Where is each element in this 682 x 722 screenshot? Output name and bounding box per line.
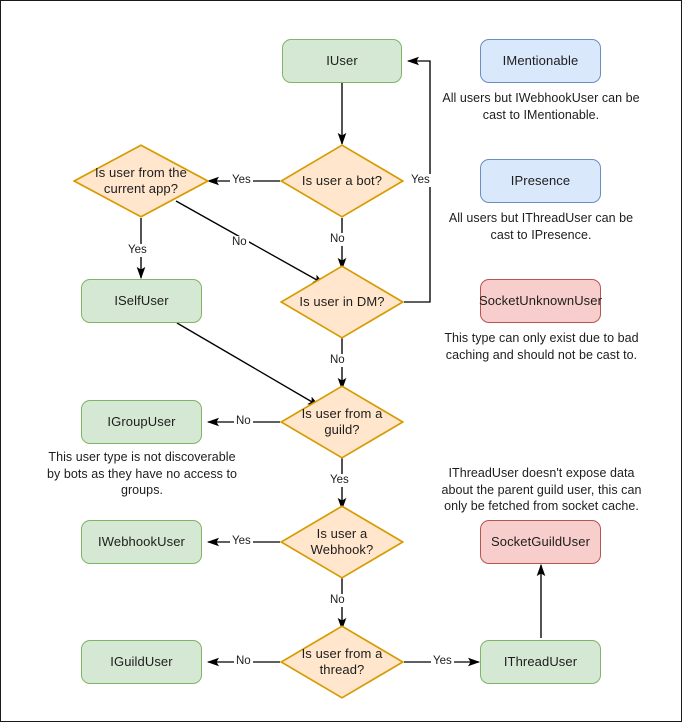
- edge-label-thread-yes: Yes: [431, 655, 454, 668]
- node-iselfuser[interactable]: ISelfUser: [81, 279, 202, 323]
- node-socketunknownuser[interactable]: SocketUnknownUser: [478, 279, 603, 323]
- node-is-user-from-current-app[interactable]: Is user from the current app?: [73, 144, 209, 218]
- node-igroupuser[interactable]: IGroupUser: [81, 400, 202, 444]
- edge-label-current-app-no: No: [230, 236, 249, 249]
- node-ipresence[interactable]: IPresence: [480, 159, 601, 203]
- edge-label-guild-no: No: [234, 415, 253, 428]
- node-is-user-from-a-thread-label: Is user from a thread?: [301, 645, 383, 677]
- edge-label-webhook-yes: Yes: [230, 535, 253, 548]
- node-socketunknownuser-label: SocketUnknownUser: [478, 292, 603, 308]
- node-ithreaduser[interactable]: IThreadUser: [480, 640, 601, 684]
- note-socketunknownuser: This type can only exist due to bad cach…: [444, 331, 639, 362]
- note-ipresence: All users but IThreadUser can be cast to…: [448, 211, 634, 242]
- note-imentionable: All users but IWebhookUser can be cast t…: [442, 91, 640, 122]
- node-imentionable[interactable]: IMentionable: [480, 39, 601, 83]
- node-socketguilduser-label: SocketGuildUser: [490, 533, 591, 549]
- node-iwebhookuser-label: IWebhookUser: [98, 533, 185, 549]
- diamond-shape: [280, 625, 404, 699]
- node-iguilduser[interactable]: IGuildUser: [81, 640, 202, 684]
- diamond-shape: [73, 144, 209, 218]
- node-socketguilduser[interactable]: SocketGuildUser: [480, 520, 601, 564]
- node-is-user-from-a-guild[interactable]: Is user from a guild?: [280, 385, 404, 459]
- node-iwebhookuser[interactable]: IWebhookUser: [81, 520, 202, 564]
- edge-label-current-app-yes: Yes: [126, 244, 149, 257]
- note-socketguilduser: IThreadUser doesn't expose data about th…: [441, 466, 642, 514]
- node-is-user-a-bot[interactable]: Is user a bot?: [280, 144, 404, 218]
- edge-label-webhook-no: No: [328, 594, 347, 607]
- diamond-shape: [280, 144, 404, 218]
- node-is-user-in-dm-label: Is user in DM?: [299, 293, 385, 309]
- edge-label-dm-yes: Yes: [409, 174, 432, 187]
- diamond-shape: [280, 505, 404, 579]
- node-iguilduser-label: IGuildUser: [110, 653, 173, 669]
- node-is-user-in-dm[interactable]: Is user in DM?: [280, 265, 404, 339]
- node-ipresence-label: IPresence: [510, 172, 571, 188]
- node-is-user-a-webhook-label: Is user a Webhook?: [310, 525, 374, 557]
- edge-label-dm-no: No: [328, 354, 347, 367]
- node-iselfuser-label: ISelfUser: [114, 292, 169, 308]
- node-imentionable-label: IMentionable: [502, 52, 579, 68]
- node-igroupuser-label: IGroupUser: [107, 413, 176, 429]
- node-is-user-a-bot-label: Is user a bot?: [301, 172, 383, 188]
- edge-label-guild-yes: Yes: [328, 474, 351, 487]
- node-is-user-a-webhook[interactable]: Is user a Webhook?: [280, 505, 404, 579]
- node-is-user-from-a-guild-label: Is user from a guild?: [301, 405, 383, 437]
- node-is-user-from-a-thread[interactable]: Is user from a thread?: [280, 625, 404, 699]
- node-is-user-from-current-app-label: Is user from the current app?: [95, 164, 187, 196]
- edge-label-bot-yes: Yes: [230, 174, 253, 187]
- node-ithreaduser-label: IThreadUser: [503, 653, 578, 669]
- node-iuser[interactable]: IUser: [282, 39, 402, 83]
- diamond-shape: [280, 265, 404, 339]
- node-iuser-label: IUser: [326, 52, 358, 68]
- edge-label-bot-no: No: [328, 233, 347, 246]
- note-igroupuser: This user type is not discoverable by bo…: [47, 450, 237, 498]
- edge-label-thread-no: No: [234, 655, 253, 668]
- diamond-shape: [280, 385, 404, 459]
